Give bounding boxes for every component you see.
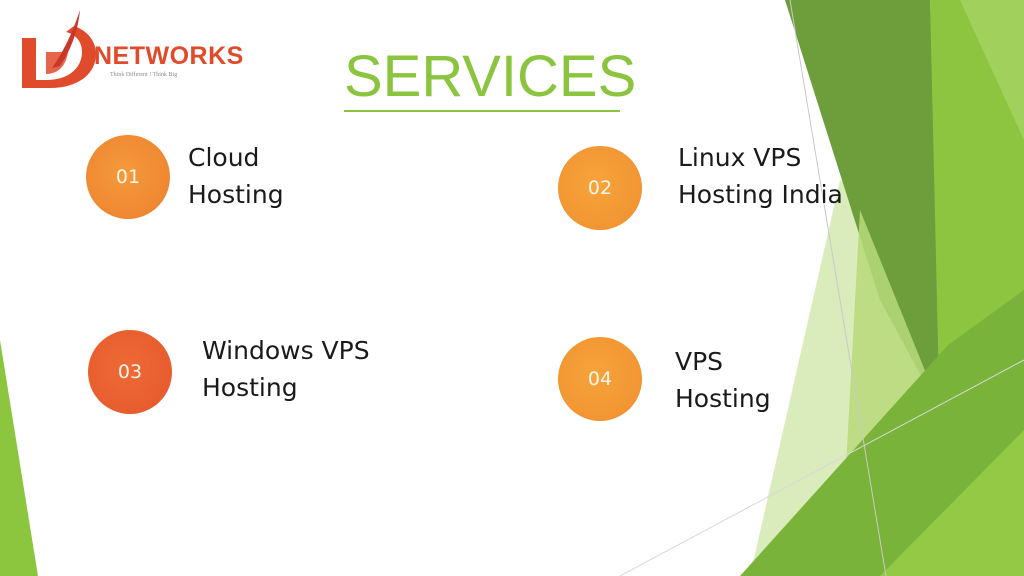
service-label-line1: Cloud: [188, 143, 260, 172]
service-item-vps-hosting[interactable]: VPS Hosting: [675, 343, 771, 417]
service-label-line1: Windows VPS: [202, 336, 370, 365]
service-label-line2: Hosting: [188, 180, 284, 209]
service-label-line2: Hosting: [202, 373, 298, 402]
service-label-line2: Hosting India: [678, 180, 843, 209]
service-item-windows-vps-hosting[interactable]: Windows VPS Hosting: [202, 332, 370, 406]
service-badge-04: 04: [558, 337, 642, 421]
service-label-line1: VPS: [675, 347, 724, 376]
thin-line-2: [619, 359, 1024, 576]
service-label-line2: Hosting: [675, 384, 771, 413]
right-dark-green-band: [785, 0, 945, 420]
bottom-bright-green-triangle: [880, 430, 1024, 576]
page-title: SERVICES: [344, 44, 636, 112]
service-label-line1: Linux VPS: [678, 143, 802, 172]
service-item-cloud-hosting[interactable]: Cloud Hosting: [188, 139, 284, 213]
brand-logo[interactable]: NETWORKS Think Different ! Think Big: [16, 8, 243, 90]
service-badge-02: 02: [558, 146, 642, 230]
logo-wordmark: NETWORKS: [94, 42, 244, 70]
top-right-soft-green: [960, 0, 1024, 140]
left-green-sliver: [0, 340, 38, 576]
logo-d-mark-icon: [22, 10, 96, 88]
logo-tagline: Think Different ! Think Big: [110, 72, 178, 78]
service-item-linux-vps-hosting-india[interactable]: Linux VPS Hosting India: [678, 139, 843, 213]
service-badge-01: 01: [86, 135, 170, 219]
thin-line-1: [789, 0, 887, 576]
service-badge-03: 03: [88, 330, 172, 414]
